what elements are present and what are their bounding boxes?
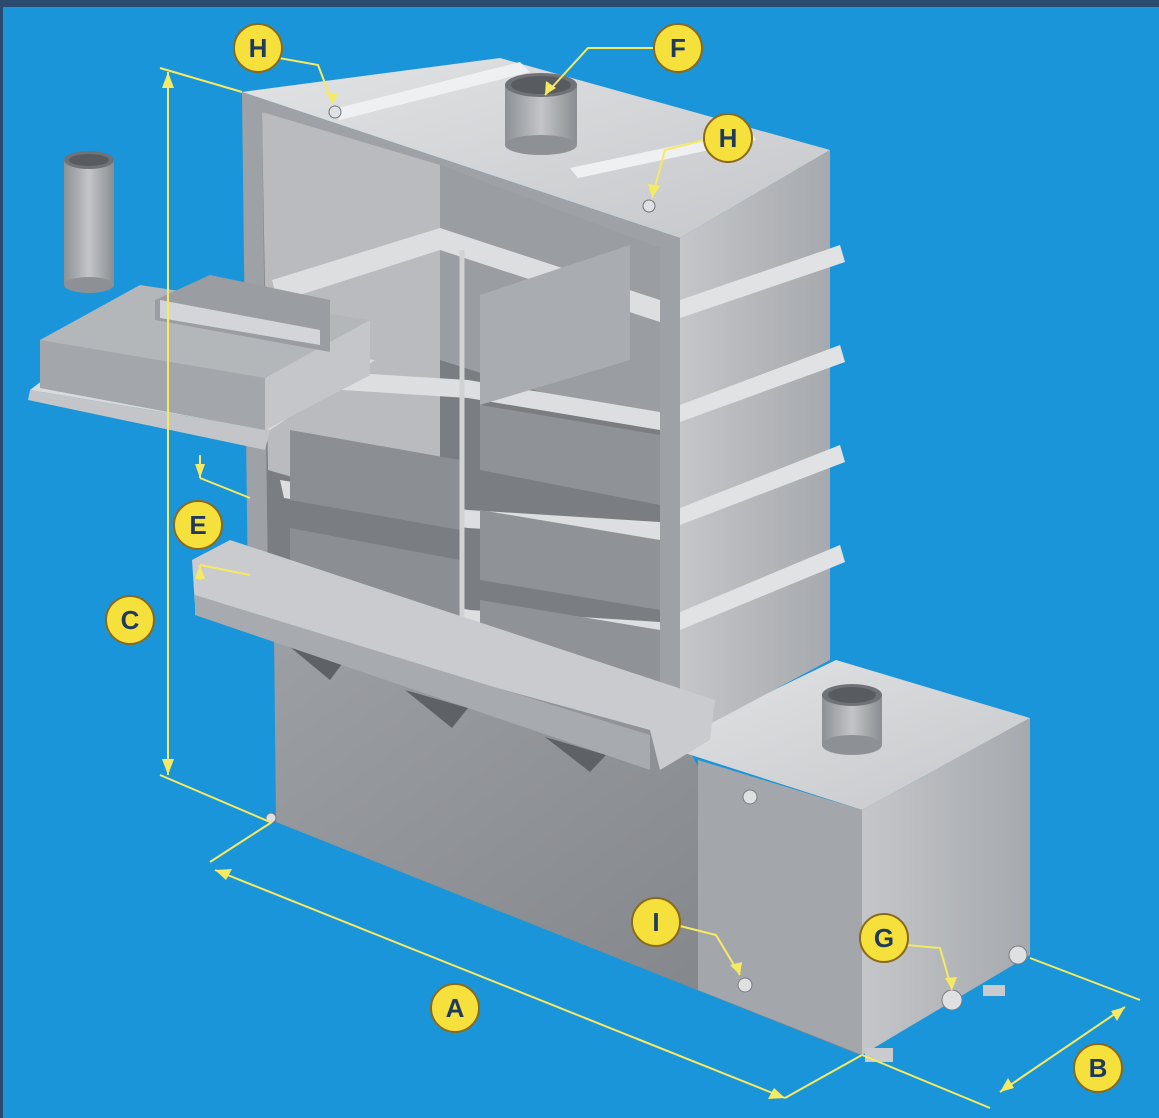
callout-e: E — [173, 500, 223, 550]
callout-a-label: A — [446, 993, 465, 1023]
tall-tank — [192, 58, 845, 770]
top-border — [0, 0, 1159, 7]
dimension-b-line — [999, 1006, 1126, 1093]
callout-a: A — [430, 983, 480, 1033]
callout-g-label: G — [874, 923, 894, 953]
callout-b: B — [1073, 1043, 1123, 1093]
callout-c: C — [105, 595, 155, 645]
callout-i: I — [631, 897, 681, 947]
callout-h-left-label: H — [249, 33, 268, 63]
vent-right — [642, 199, 656, 213]
callout-f-label: F — [670, 33, 686, 63]
top-pipe — [505, 73, 577, 155]
callout-c-label: C — [121, 605, 140, 635]
right-pipe — [822, 684, 882, 755]
callout-b-label: B — [1089, 1053, 1108, 1083]
dimension-a-line — [214, 869, 786, 1099]
callout-h-right-label: H — [719, 123, 738, 153]
callout-i-label: I — [652, 907, 659, 937]
callout-g: G — [859, 913, 909, 963]
detached-pipe — [64, 151, 114, 293]
callout-f: F — [653, 23, 703, 73]
left-border — [0, 0, 3, 1118]
callout-h-right: H — [703, 113, 753, 163]
base-tank — [265, 630, 1030, 1062]
detached-tray — [28, 275, 375, 450]
dimension-lines — [159, 47, 1141, 1109]
arrowheads — [162, 72, 1125, 1099]
vent-left — [328, 105, 342, 119]
callout-h-left: H — [233, 23, 283, 73]
callout-e-label: E — [189, 510, 206, 540]
